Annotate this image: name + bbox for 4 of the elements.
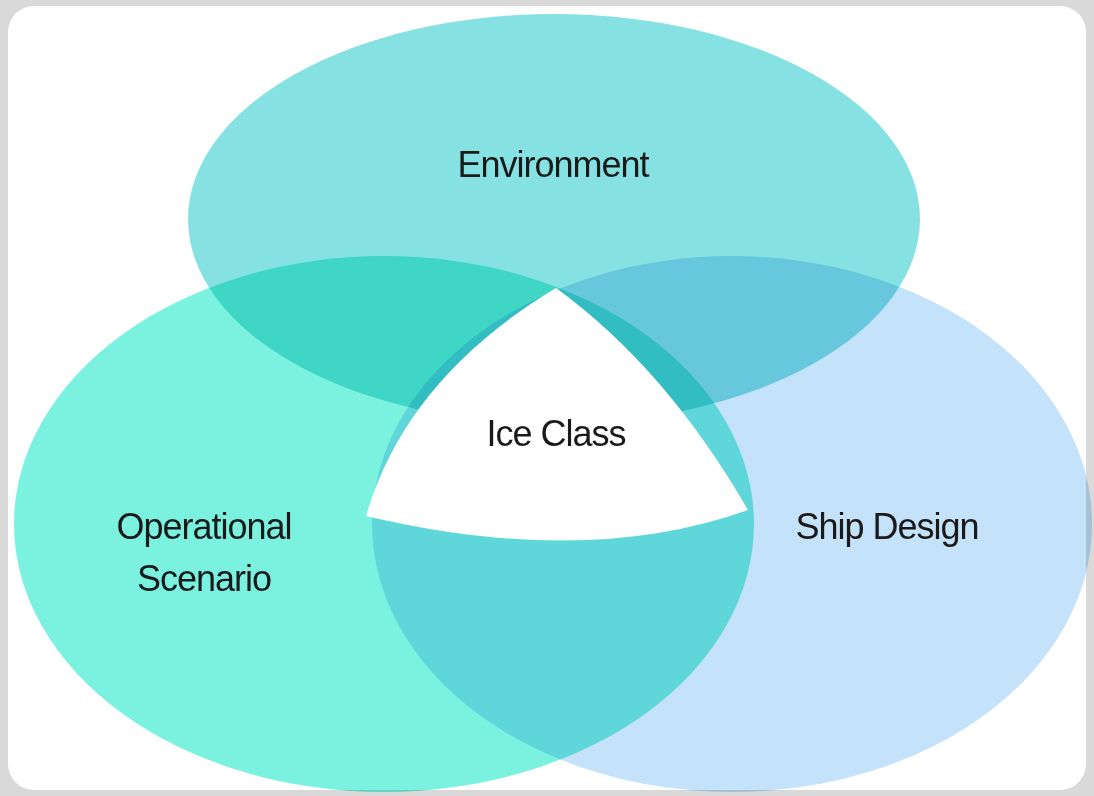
venn-label: Operational Scenario bbox=[115, 505, 293, 602]
venn-label: Environment bbox=[456, 143, 651, 187]
venn-label: Ice Class bbox=[485, 412, 627, 456]
venn-label: Ship Design bbox=[794, 505, 980, 549]
